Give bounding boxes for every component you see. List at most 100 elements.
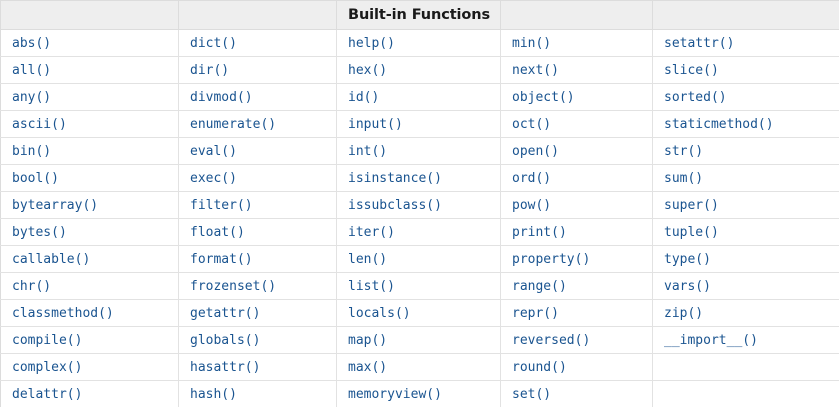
- builtin-function-link[interactable]: setattr(): [664, 36, 735, 51]
- builtin-function-link[interactable]: str(): [664, 144, 704, 159]
- builtin-function-link[interactable]: complex(): [12, 360, 83, 375]
- table-cell: max(): [336, 353, 501, 381]
- builtin-function-link[interactable]: hash(): [190, 387, 237, 402]
- builtin-function-link[interactable]: len(): [348, 252, 388, 267]
- builtin-function-link[interactable]: reversed(): [512, 333, 591, 348]
- table-cell: set(): [500, 380, 653, 407]
- table-row: compile() globals() map() reversed() __impor…: [0, 326, 839, 354]
- builtin-function-link[interactable]: super(): [664, 198, 719, 213]
- builtin-function-link[interactable]: bin(): [12, 144, 52, 159]
- builtin-function-link[interactable]: abs(): [12, 36, 52, 51]
- builtin-function-link[interactable]: eval(): [190, 144, 237, 159]
- table-cell: enumerate(): [178, 110, 337, 138]
- builtin-function-link[interactable]: exec(): [190, 171, 237, 186]
- table-cell: dict(): [178, 29, 337, 57]
- builtin-function-link[interactable]: zip(): [664, 306, 704, 321]
- builtin-function-link[interactable]: callable(): [12, 252, 91, 267]
- builtin-function-link[interactable]: oct(): [512, 117, 552, 132]
- builtin-function-link[interactable]: sum(): [664, 171, 704, 186]
- builtin-function-link[interactable]: bytes(): [12, 225, 67, 240]
- builtin-function-link[interactable]: all(): [12, 63, 52, 78]
- table-cell: memoryview(): [336, 380, 501, 407]
- builtin-function-link[interactable]: max(): [348, 360, 388, 375]
- table-cell: eval(): [178, 137, 337, 165]
- builtin-function-link[interactable]: slice(): [664, 63, 719, 78]
- builtin-function-link[interactable]: staticmethod(): [664, 117, 774, 132]
- builtin-function-link[interactable]: issubclass(): [348, 198, 442, 213]
- builtin-function-link[interactable]: format(): [190, 252, 253, 267]
- builtin-function-link[interactable]: print(): [512, 225, 567, 240]
- builtin-function-link[interactable]: bool(): [12, 171, 59, 186]
- table-cell-empty: [652, 353, 839, 381]
- builtin-function-link[interactable]: compile(): [12, 333, 83, 348]
- table-cell: float(): [178, 218, 337, 246]
- table-caption-header-cell: Built-in Functions: [336, 0, 501, 30]
- builtin-function-link[interactable]: ascii(): [12, 117, 67, 132]
- builtin-function-link[interactable]: delattr(): [12, 387, 83, 402]
- builtin-function-link[interactable]: sorted(): [664, 90, 727, 105]
- builtin-function-link[interactable]: type(): [664, 252, 711, 267]
- builtin-function-link[interactable]: hasattr(): [190, 360, 261, 375]
- table-cell: zip(): [652, 299, 839, 327]
- table-cell: classmethod(): [0, 299, 179, 327]
- builtin-function-link[interactable]: locals(): [348, 306, 411, 321]
- builtin-function-link[interactable]: object(): [512, 90, 575, 105]
- builtin-function-link[interactable]: classmethod(): [12, 306, 114, 321]
- table-cell: locals(): [336, 299, 501, 327]
- builtin-function-link[interactable]: map(): [348, 333, 388, 348]
- builtin-function-link[interactable]: enumerate(): [190, 117, 277, 132]
- builtin-function-link[interactable]: ord(): [512, 171, 552, 186]
- table-body: abs() dict() help() min() setattr() all() dir(…: [0, 29, 839, 407]
- table-cell: reversed(): [500, 326, 653, 354]
- builtin-function-link[interactable]: repr(): [512, 306, 559, 321]
- table-cell: complex(): [0, 353, 179, 381]
- builtin-function-link[interactable]: hex(): [348, 63, 388, 78]
- table-cell: list(): [336, 272, 501, 300]
- builtin-function-link[interactable]: float(): [190, 225, 245, 240]
- builtin-function-link[interactable]: id(): [348, 90, 380, 105]
- builtin-function-link[interactable]: input(): [348, 117, 403, 132]
- builtin-function-link[interactable]: list(): [348, 279, 395, 294]
- builtin-function-link[interactable]: isinstance(): [348, 171, 442, 186]
- builtin-function-link[interactable]: vars(): [664, 279, 711, 294]
- table-cell: sorted(): [652, 83, 839, 111]
- table-row: chr() frozenset() list() range() vars(): [0, 272, 839, 300]
- builtin-function-link[interactable]: frozenset(): [190, 279, 277, 294]
- table-row: delattr() hash() memoryview() set(): [0, 380, 839, 407]
- builtin-function-link[interactable]: __import__(): [664, 333, 758, 348]
- builtin-function-link[interactable]: property(): [512, 252, 591, 267]
- table-cell: __import__(): [652, 326, 839, 354]
- builtin-function-link[interactable]: bytearray(): [12, 198, 99, 213]
- builtin-function-link[interactable]: next(): [512, 63, 559, 78]
- table-cell: round(): [500, 353, 653, 381]
- builtin-function-link[interactable]: set(): [512, 387, 552, 402]
- builtin-function-link[interactable]: iter(): [348, 225, 395, 240]
- table-cell: iter(): [336, 218, 501, 246]
- builtin-function-link[interactable]: any(): [12, 90, 52, 105]
- builtin-function-link[interactable]: pow(): [512, 198, 552, 213]
- builtin-function-link[interactable]: range(): [512, 279, 567, 294]
- builtin-function-link[interactable]: dir(): [190, 63, 230, 78]
- builtin-function-link[interactable]: memoryview(): [348, 387, 442, 402]
- builtin-function-link[interactable]: globals(): [190, 333, 261, 348]
- table-cell: bool(): [0, 164, 179, 192]
- builtin-function-link[interactable]: tuple(): [664, 225, 719, 240]
- table-cell: divmod(): [178, 83, 337, 111]
- builtin-function-link[interactable]: chr(): [12, 279, 52, 294]
- builtin-function-link[interactable]: int(): [348, 144, 388, 159]
- table-cell: id(): [336, 83, 501, 111]
- builtin-function-link[interactable]: filter(): [190, 198, 253, 213]
- builtin-function-link[interactable]: help(): [348, 36, 395, 51]
- table-cell: any(): [0, 83, 179, 111]
- builtin-function-link[interactable]: min(): [512, 36, 552, 51]
- builtin-function-link[interactable]: dict(): [190, 36, 237, 51]
- table-cell-empty: [652, 380, 839, 407]
- table-cell: exec(): [178, 164, 337, 192]
- builtin-function-link[interactable]: open(): [512, 144, 559, 159]
- builtin-function-link[interactable]: divmod(): [190, 90, 253, 105]
- builtin-function-link[interactable]: getattr(): [190, 306, 261, 321]
- table-cell: property(): [500, 245, 653, 273]
- builtin-function-link[interactable]: round(): [512, 360, 567, 375]
- table-row: bytes() float() iter() print() tuple(): [0, 218, 839, 246]
- table-cell: isinstance(): [336, 164, 501, 192]
